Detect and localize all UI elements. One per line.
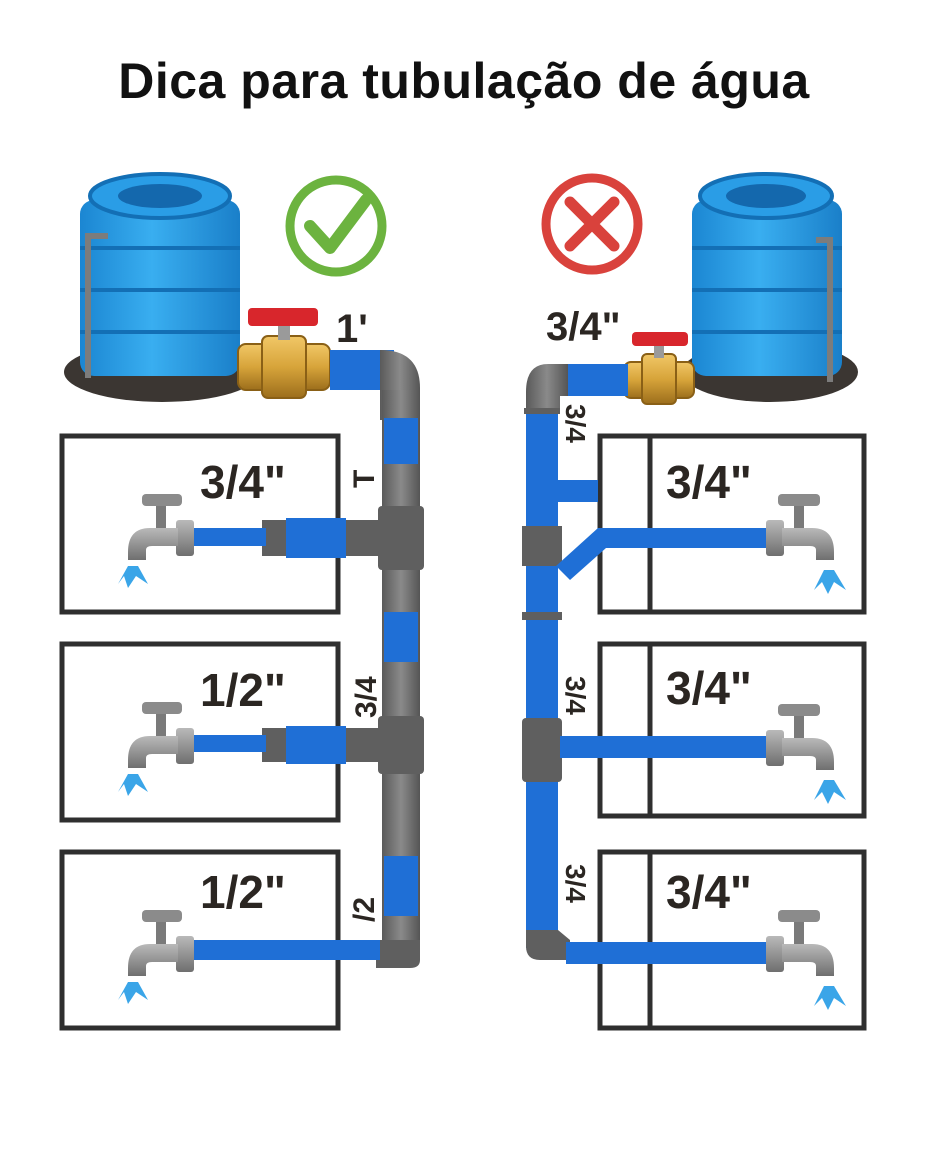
branch-pipe — [190, 518, 382, 558]
main-pipe — [330, 350, 424, 968]
x-mark-icon — [541, 173, 643, 275]
branch-pipe — [556, 528, 770, 580]
branch-pipe — [190, 726, 382, 764]
ball-valve-icon — [237, 308, 331, 399]
outlet-size-label: 1' — [336, 307, 368, 351]
room-size-label: 3/4" — [200, 456, 286, 508]
water-tank-icon — [64, 172, 260, 402]
faucet-icon — [766, 494, 846, 594]
riser-size-label: T — [348, 470, 381, 488]
correct-layout: 1' 3/4" 1/2" 1/2" T 3/4 /2 — [59, 172, 424, 1031]
incorrect-layout: 3/4" 3/4" 3/4" 3/4" 3/4 3/4 3/4 — [522, 172, 867, 1031]
faucet-icon — [766, 704, 846, 804]
main-pipe — [522, 364, 628, 960]
riser-size-label: 3/4 — [560, 404, 591, 443]
riser-size-label: 3/4 — [350, 676, 383, 718]
faucet-icon — [766, 910, 846, 1010]
room-size-label: 3/4" — [666, 662, 752, 714]
riser-size-label: 3/4 — [560, 676, 591, 715]
branch-pipe — [556, 480, 598, 502]
riser-size-label: 3/4 — [560, 864, 591, 903]
faucet-icon — [118, 494, 194, 588]
outlet-size-label: 3/4" — [546, 305, 621, 349]
riser-size-label: /2 — [348, 897, 381, 922]
branch-pipe — [560, 736, 772, 758]
branch-pipe — [190, 940, 380, 960]
room-size-label: 3/4" — [666, 866, 752, 918]
room-frame — [597, 641, 867, 819]
ball-valve-icon — [623, 332, 695, 405]
room-size-label: 1/2" — [200, 664, 286, 716]
room-size-label: 1/2" — [200, 866, 286, 918]
room-size-label: 3/4" — [666, 456, 752, 508]
faucet-icon — [118, 702, 194, 796]
faucet-icon — [118, 910, 194, 1004]
water-tank-icon — [682, 172, 858, 402]
page-title: Dica para tubulação de água — [118, 53, 810, 109]
branch-pipe — [566, 942, 774, 964]
check-icon — [285, 175, 387, 277]
